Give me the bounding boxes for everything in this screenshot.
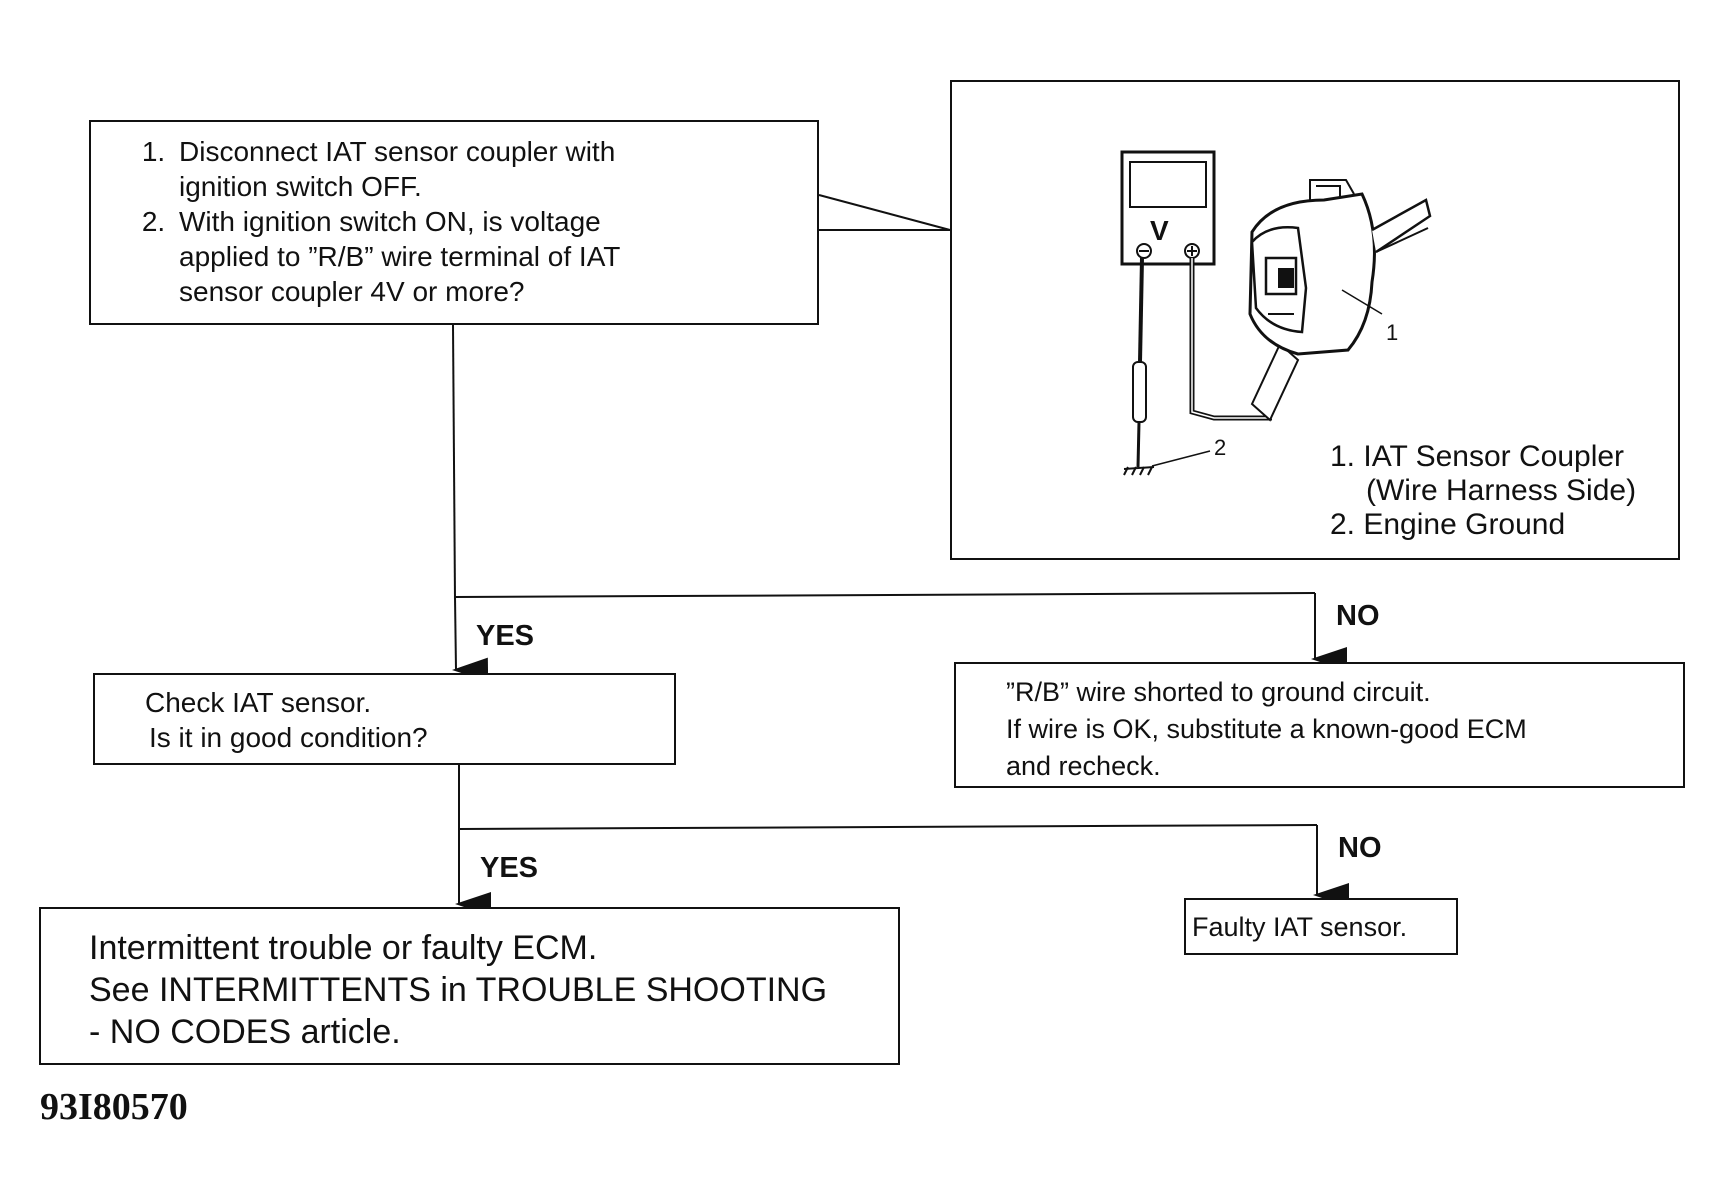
legend-item-1: 1. IAT Sensor Coupler — [1330, 440, 1625, 473]
wire-shorted-box: ”R/B” wire shorted to ground circuit. If… — [954, 662, 1685, 788]
legend-item-1-detail: (Wire Harness Side) — [1366, 474, 1637, 507]
step-item-2: With ignition switch ON, is voltage appl… — [173, 204, 797, 309]
step-to-branch1-line — [452, 324, 456, 601]
diagram-legend: 1. IAT Sensor Coupler (Wire Harness Side… — [1330, 440, 1636, 542]
step-box: Disconnect IAT sensor coupler with ignit… — [89, 120, 819, 325]
figure-id: 93I80570 — [40, 1086, 188, 1128]
voltmeter-icon — [1120, 150, 1216, 266]
yes-label-1: YES — [476, 620, 535, 652]
callout-1: 1 — [1386, 320, 1399, 345]
ground-lead — [1132, 257, 1147, 468]
engine-ground-icon — [1123, 450, 1211, 476]
callout-2: 2 — [1214, 435, 1227, 460]
iat-sensor-coupler-icon — [1248, 179, 1432, 356]
check-sensor-box: Check IAT sensor. Is it in good conditio… — [93, 673, 676, 765]
faulty-sensor-box: Faulty IAT sensor. — [1184, 898, 1458, 955]
no-label-1: NO — [1336, 600, 1380, 632]
legend-item-2: 2. Engine Ground — [1330, 508, 1566, 541]
branch2-horizontal — [458, 824, 1318, 830]
yes-arrow-1 — [452, 596, 489, 682]
step-item-1: Disconnect IAT sensor coupler with ignit… — [173, 134, 797, 204]
test-diagram: V 1 2 — [950, 80, 1680, 560]
yes-label-2: YES — [480, 852, 539, 884]
voltmeter-label: V — [1150, 215, 1169, 246]
no-label-2: NO — [1338, 832, 1382, 864]
branch1-horizontal — [454, 592, 1316, 598]
voltmeter-test-illustration — [1120, 150, 1432, 476]
callout-connector — [818, 194, 951, 231]
intermittent-trouble-box: Intermittent trouble or faulty ECM. See … — [39, 907, 900, 1065]
